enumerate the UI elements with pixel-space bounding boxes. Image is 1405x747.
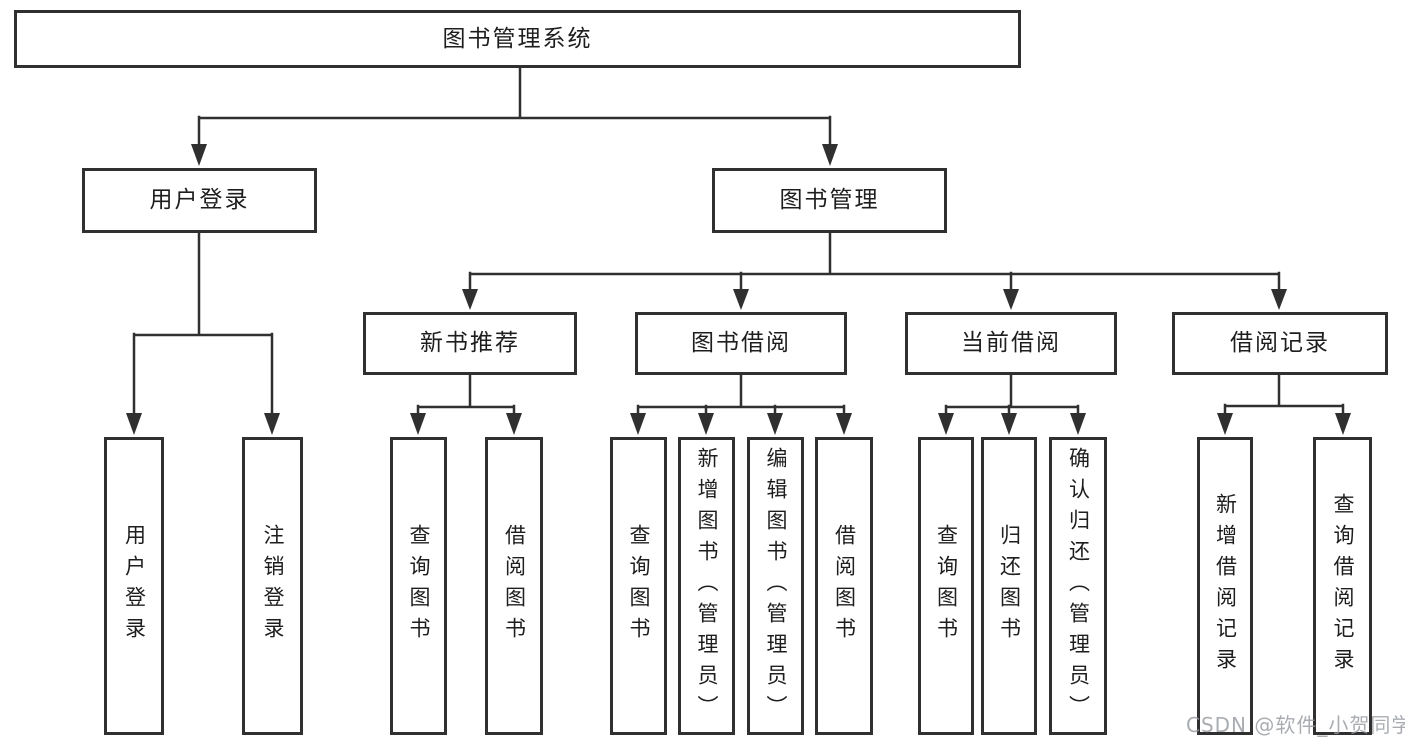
node-new-book-rec-label: 新书推荐: [420, 330, 520, 356]
node-user-login: 用户登录: [82, 168, 317, 233]
node-current-borrow: 当前借阅: [905, 312, 1117, 375]
node-cb-confirm: 确认归还（管理员）: [1049, 437, 1107, 735]
node-leaf-user-login-label: 用户登录: [122, 524, 147, 648]
node-bb-add: 新增图书（管理员）: [678, 437, 735, 735]
node-current-borrow-label: 当前借阅: [961, 330, 1061, 356]
node-nb-query: 查询图书: [390, 437, 447, 735]
node-bb-edit: 编辑图书（管理员）: [747, 437, 804, 735]
node-bb-query: 查询图书: [610, 437, 667, 735]
node-user-login-label: 用户登录: [149, 187, 250, 213]
node-nb-borrow: 借阅图书: [485, 437, 543, 735]
node-book-borrow-label: 图书借阅: [691, 330, 791, 356]
node-nb-borrow-label: 借阅图书: [502, 524, 527, 648]
node-nb-query-label: 查询图书: [407, 524, 431, 648]
node-root: 图书管理系统: [14, 10, 1021, 68]
node-cb-return-label: 归还图书: [997, 524, 1022, 648]
node-leaf-logout: 注销登录: [242, 437, 303, 735]
node-leaf-logout-label: 注销登录: [261, 524, 285, 648]
node-leaf-user-login: 用户登录: [104, 437, 164, 735]
node-book-borrow: 图书借阅: [635, 312, 847, 375]
node-br-add: 新增借阅记录: [1197, 437, 1253, 735]
node-borrow-record: 借阅记录: [1172, 312, 1388, 375]
node-book-mgmt: 图书管理: [712, 168, 947, 233]
node-bb-add-label: 新增图书（管理员）: [695, 446, 719, 726]
node-br-query-label: 查询借阅记录: [1331, 493, 1355, 679]
node-br-query: 查询借阅记录: [1313, 437, 1372, 735]
node-root-label: 图书管理系统: [442, 25, 593, 52]
csdn-watermark: CSDN @软件_小贺同学: [1186, 713, 1405, 737]
node-br-add-label: 新增借阅记录: [1213, 493, 1238, 679]
node-cb-query-label: 查询图书: [934, 524, 959, 648]
node-bb-edit-label: 编辑图书（管理员）: [764, 446, 788, 726]
node-bb-borrow-label: 借阅图书: [832, 524, 857, 648]
node-cb-query: 查询图书: [918, 437, 974, 735]
node-cb-return: 归还图书: [981, 437, 1037, 735]
node-book-mgmt-label: 图书管理: [779, 187, 880, 213]
node-borrow-record-label: 借阅记录: [1230, 330, 1330, 356]
node-cb-confirm-label: 确认归还（管理员）: [1066, 446, 1091, 726]
node-bb-query-label: 查询图书: [627, 524, 651, 648]
connector-lines: [132, 65, 1345, 416]
node-new-book-rec: 新书推荐: [363, 312, 577, 375]
node-bb-borrow: 借阅图书: [815, 437, 873, 735]
arrowhead-icons: [126, 144, 1351, 435]
